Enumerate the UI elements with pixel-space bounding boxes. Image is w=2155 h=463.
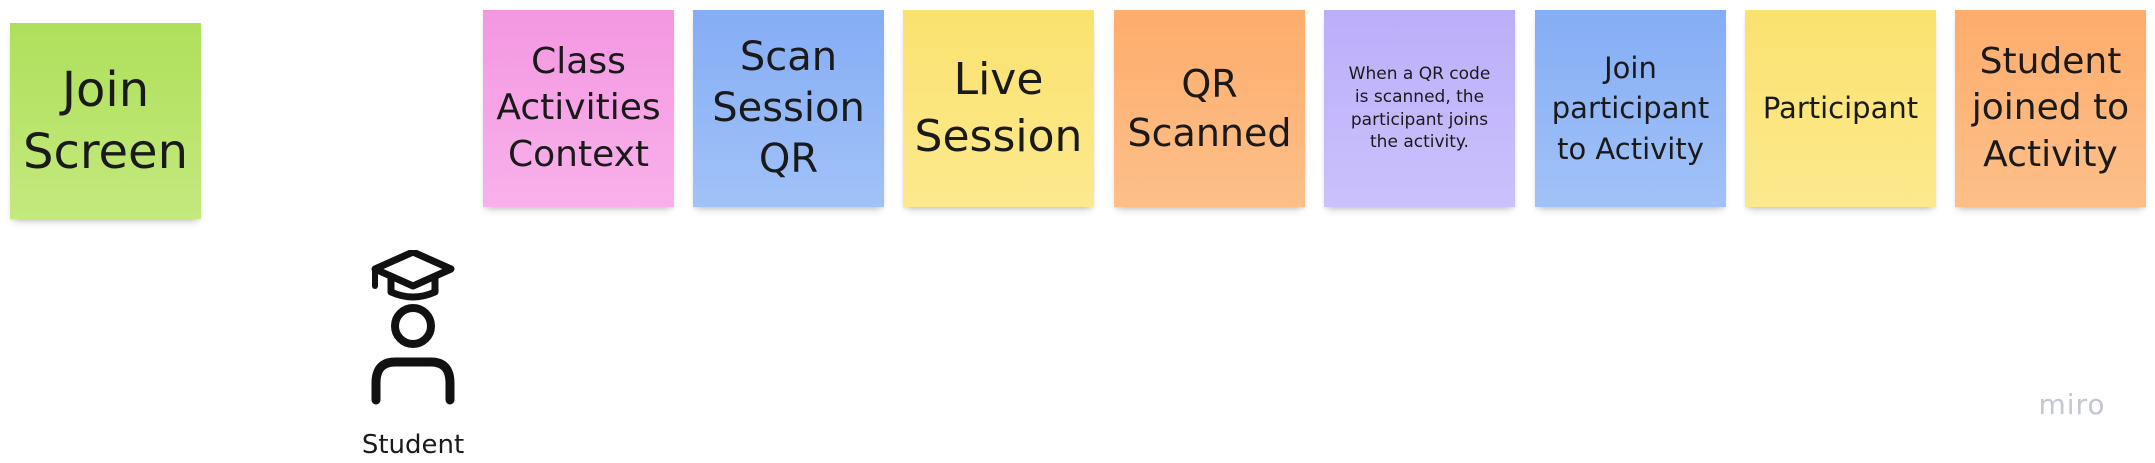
sticky-text: QR Scanned xyxy=(1127,61,1292,155)
sticky-live-session[interactable]: Live Session xyxy=(903,10,1094,207)
sticky-text: Student joined to Activity xyxy=(1971,41,2130,175)
sticky-join-screen[interactable]: Join Screen xyxy=(10,23,201,219)
sticky-text: Live Session xyxy=(914,54,1083,162)
sticky-text: Class Activities Context xyxy=(496,41,661,175)
sticky-text: Join participant to Activity xyxy=(1551,50,1710,166)
student-graduation-cap-icon[interactable] xyxy=(368,250,458,405)
sticky-text: When a QR code is scanned, the participa… xyxy=(1348,63,1491,153)
sticky-scan-session-qr[interactable]: Scan Session QR xyxy=(693,10,884,207)
sticky-when-qr-scanned[interactable]: When a QR code is scanned, the participa… xyxy=(1324,10,1515,207)
sticky-join-participant-to-activity[interactable]: Join participant to Activity xyxy=(1535,10,1726,207)
sticky-participant[interactable]: Participant xyxy=(1745,10,1936,207)
sticky-class-activities-context[interactable]: Class Activities Context xyxy=(483,10,674,207)
actor-label: Student xyxy=(361,430,465,460)
miro-watermark: miro xyxy=(2038,387,2106,421)
sticky-student-joined-to-activity[interactable]: Student joined to Activity xyxy=(1955,10,2146,207)
sticky-text: Scan Session QR xyxy=(712,33,865,183)
sticky-text: Participant xyxy=(1762,90,1919,125)
sticky-qr-scanned[interactable]: QR Scanned xyxy=(1114,10,1305,207)
sticky-text: Join Screen xyxy=(22,61,189,180)
